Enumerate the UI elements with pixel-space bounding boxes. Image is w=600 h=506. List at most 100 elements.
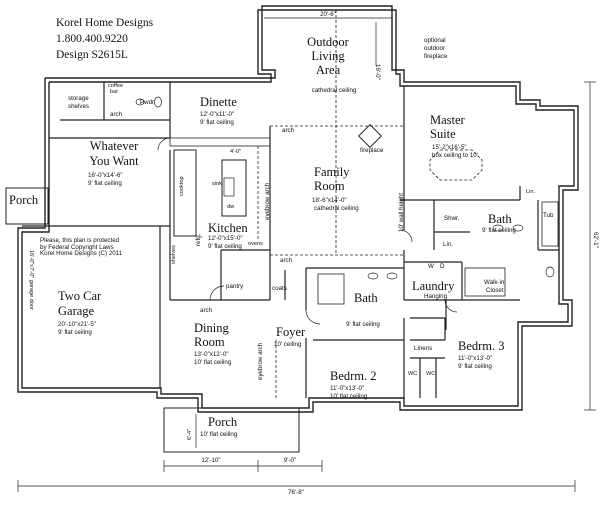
- label-dw: dw: [227, 204, 235, 210]
- room-whatever-name1: Whatever: [89, 139, 139, 153]
- label-walkin-2: Closet: [486, 287, 504, 294]
- room-bedrm3-ceiling: 9' flat ceiling: [458, 363, 492, 370]
- room-master-size: 15'-2"x16'-5": [432, 144, 467, 151]
- label-arch-dining: arch: [200, 307, 213, 314]
- label-bar: bar: [110, 89, 119, 95]
- room-garage-name1: Two Car: [58, 289, 102, 303]
- room-family-name2: Room: [314, 179, 345, 193]
- label-arch-storage: arch: [110, 111, 123, 118]
- room-dining-name1: Dining: [194, 321, 229, 335]
- room-foyer-ceiling: 10' ceiling: [274, 341, 302, 348]
- room-bedrm3-size: 11'-0"x13'-0": [458, 355, 493, 362]
- fireplace-note-1: optional: [424, 37, 446, 44]
- door-swings: [157, 137, 458, 325]
- label-hanging: Hanging: [424, 293, 448, 300]
- kitchen-island: [221, 159, 247, 217]
- room-whatever-ceiling: 9' flat ceiling: [88, 180, 122, 187]
- hall-tub: [317, 273, 345, 305]
- front-porch-outline: [163, 407, 300, 453]
- dimension-lines: [17, 17, 596, 492]
- room-family-ceiling: cathedral ceiling: [314, 205, 359, 212]
- room-bedrm2-ceiling: 10' flat ceiling: [330, 393, 368, 400]
- dashed-beams: [257, 10, 404, 398]
- label-shelves-kitchen: shelves: [171, 245, 177, 264]
- label-wall-height: 10' wall height: [398, 192, 405, 232]
- dinette-counter: [169, 137, 271, 147]
- room-master-name1: Master: [430, 113, 465, 127]
- label-eyebrow-arch-family: eyebrow arch: [264, 182, 271, 220]
- master-tub: [541, 201, 559, 247]
- box-ceiling-outline: [429, 149, 483, 181]
- room-bedrm2-size: 11'-0"x13'-0": [330, 385, 365, 392]
- label-wc-2: WC: [426, 371, 436, 377]
- label-lin-upper: Lin.: [526, 189, 536, 195]
- room-outdoor-name1: Outdoor: [307, 35, 349, 49]
- label-refg: refg.: [195, 233, 202, 246]
- room-bath-master-ceiling: 9' flat ceiling: [482, 227, 516, 234]
- copyright-line-3: Korel Home Designs (C) 2011: [40, 250, 123, 257]
- room-porch-front-name: Porch: [208, 415, 238, 429]
- outdoor-width-dim: 20'-6": [320, 11, 336, 18]
- porch-depth-dim: 6'-4": [187, 428, 193, 440]
- label-shwr: Shwr.: [444, 215, 460, 222]
- label-walkin-1: Walk-in: [484, 279, 505, 286]
- room-foyer-name: Foyer: [276, 325, 306, 339]
- copyright-line-2: by Federal Copyright Laws: [40, 243, 114, 251]
- label-lin-master: Lin.: [443, 241, 453, 248]
- label-wc-1: WC: [408, 371, 418, 377]
- dim-left: 12'-10": [201, 457, 221, 464]
- side-porch-outline: [5, 187, 49, 225]
- room-dining-size: 13'-0"x12'-0": [194, 351, 229, 358]
- label-arch-family: arch: [282, 127, 295, 134]
- room-garage-ceiling: 9' flat ceiling: [58, 329, 92, 336]
- room-bedrm2-name: Bedrm. 2: [330, 369, 377, 383]
- room-master-ceiling: box ceiling to 10': [432, 152, 478, 159]
- fireplace-box: [357, 123, 383, 149]
- room-master-name2: Suite: [430, 127, 456, 141]
- exterior-walls: [17, 5, 579, 413]
- room-dining-ceiling: 10' flat ceiling: [194, 359, 232, 366]
- label-shelves: shelves: [68, 103, 89, 110]
- label-kitchen-dim: 4'-0": [230, 149, 242, 155]
- fireplace-note-2: outdoor: [424, 45, 445, 52]
- copyright-line-1: Please, this plan is protected: [40, 237, 120, 244]
- label-washer: W: [428, 263, 434, 270]
- label-ovens: ovens: [248, 241, 263, 247]
- label-coffee: coffee: [108, 83, 124, 89]
- room-family-size: 18'-6"x14'-0": [312, 197, 347, 204]
- room-whatever-size: 16'-0"x14'-6": [88, 172, 123, 179]
- room-outdoor-name3: Area: [315, 63, 341, 77]
- room-kitchen-name: Kitchen: [208, 221, 248, 235]
- room-porch-side-name: Porch: [9, 193, 39, 207]
- room-kitchen-size: 12'-0"x15'-0": [208, 235, 243, 242]
- label-eyebrow-arch-foyer: eyebrow arch: [257, 342, 264, 380]
- label-coats: coats: [272, 285, 287, 292]
- label-arch-kitchen: arch: [280, 257, 293, 264]
- dim-middle: 9'-0": [283, 457, 297, 464]
- garage-door-label: 16'-0"x7'-0" garage door: [28, 250, 34, 310]
- label-tub: Tub: [543, 212, 554, 219]
- room-porch-front-ceiling: 10' flat ceiling: [200, 431, 238, 438]
- room-bedrm3-name: Bedrm. 3: [458, 339, 505, 353]
- company-name: Korel Home Designs: [56, 17, 154, 29]
- room-outdoor-ceiling: cathedral ceiling: [311, 87, 357, 94]
- dim-total-width: 76'-8": [288, 489, 304, 496]
- outdoor-depth-dim: 16'-0": [374, 64, 381, 80]
- room-garage-size: 20'-10"x21'-5": [58, 321, 97, 328]
- room-dining-name2: Room: [194, 335, 225, 349]
- dim-total-depth: 62'-1": [592, 232, 599, 248]
- room-dinette-name: Dinette: [200, 95, 237, 109]
- label-pwdr: Pwdr.: [140, 99, 156, 106]
- room-outdoor-name2: Living: [311, 49, 345, 63]
- room-bath-hall-name: Bath: [354, 291, 378, 305]
- room-bath-hall-ceiling: 9' flat ceiling: [346, 321, 380, 328]
- copyright-notice: Please, this plan is protected by Federa…: [40, 237, 150, 258]
- fireplace-note-3: fireplace: [424, 53, 448, 60]
- design-number: Design S2615L: [56, 49, 128, 61]
- label-fireplace: fireplace: [360, 147, 384, 154]
- label-cooktop: cooktop: [179, 176, 185, 196]
- label-sink: sink: [212, 181, 222, 187]
- kitchen-counter: [173, 149, 197, 237]
- room-bath-master-name: Bath: [488, 212, 512, 226]
